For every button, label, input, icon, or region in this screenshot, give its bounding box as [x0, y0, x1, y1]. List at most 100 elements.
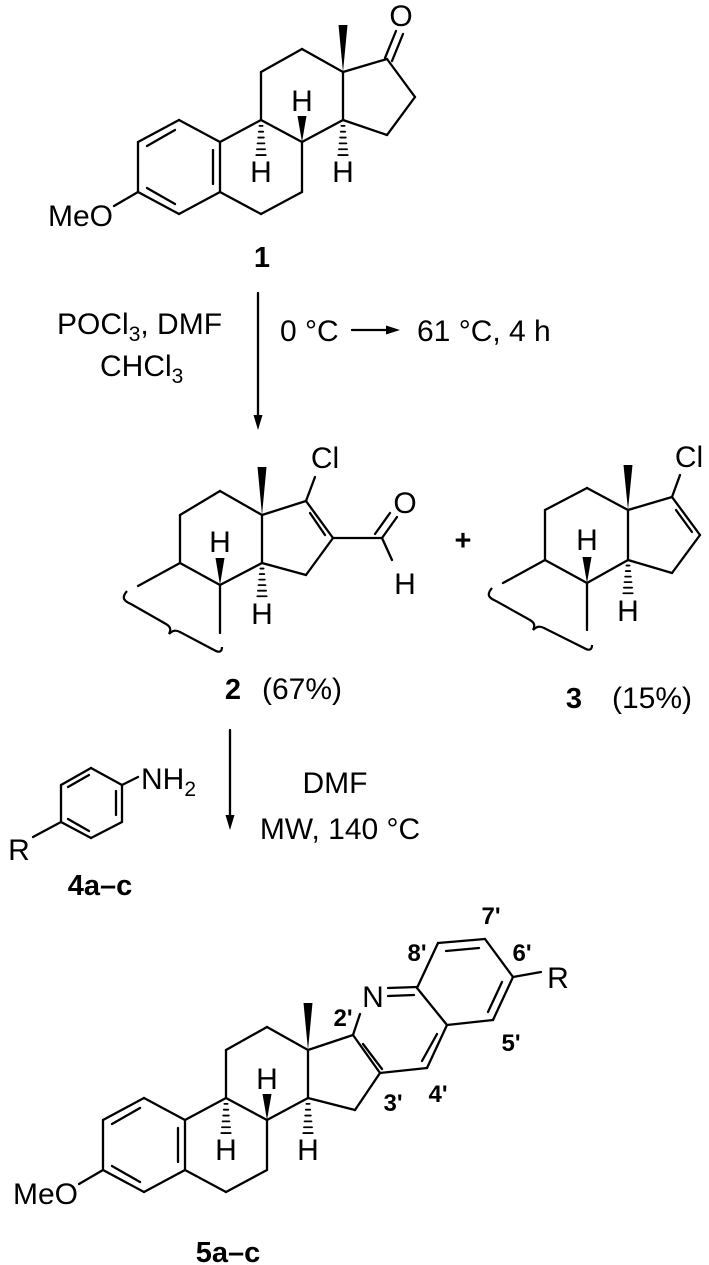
bond — [178, 561, 222, 587]
bond — [383, 29, 398, 60]
aldehyde-oxygen-label: O — [393, 487, 416, 520]
wedge-bond — [623, 465, 633, 510]
wedge-bond — [215, 558, 225, 585]
bond — [380, 536, 394, 562]
bond — [353, 1071, 382, 1112]
bond — [306, 1096, 357, 1112]
bond — [386, 985, 419, 990]
arrowhead-icon — [225, 815, 235, 830]
step-2-solvent: DMF — [303, 767, 368, 800]
bond — [59, 820, 93, 840]
bond — [224, 1168, 269, 1194]
h-8-beta-label: H — [291, 85, 313, 118]
bond — [674, 508, 694, 534]
bond — [444, 946, 481, 953]
step-1-end-temperature-time: 61 °C, 4 h — [417, 315, 551, 348]
temperature-ramp-arrow-icon — [350, 325, 400, 335]
position-label-8: 8' — [407, 940, 426, 967]
bond — [501, 558, 547, 585]
arrowhead-icon — [386, 325, 400, 335]
bond — [341, 118, 389, 137]
chlorine-label: Cl — [675, 441, 703, 474]
bond — [218, 489, 264, 517]
bond — [142, 1168, 187, 1194]
bond — [304, 499, 335, 540]
bond — [361, 1042, 384, 1071]
bond — [218, 118, 263, 144]
compound-3-yield: (15%) — [612, 682, 692, 715]
bond — [304, 475, 317, 503]
bond — [491, 975, 515, 1022]
bond — [136, 118, 181, 144]
aldehyde-hydrogen-label: H — [394, 568, 416, 601]
bond — [89, 766, 124, 787]
bond — [543, 558, 589, 585]
step-1-reagents-line-2: CHCl3 — [100, 350, 183, 388]
bond — [260, 561, 308, 577]
bond — [178, 489, 222, 517]
bond — [218, 561, 264, 587]
arrowhead-icon — [253, 415, 263, 430]
bond — [380, 515, 399, 540]
bond — [351, 1012, 362, 1037]
bond — [260, 499, 308, 517]
bond — [89, 820, 124, 840]
bond — [120, 775, 140, 787]
wedge-bond — [297, 116, 307, 142]
plus-sign: + — [455, 525, 472, 557]
compound-1-steroid-core: MeO H H H — [48, 25, 354, 233]
h-9-alpha-label: H — [215, 1134, 237, 1167]
bond — [265, 1096, 310, 1122]
compound-3-label: 3 — [566, 683, 582, 715]
bond — [511, 970, 543, 979]
wedge-bond — [257, 467, 267, 515]
bond — [670, 533, 702, 575]
compound-1-estrone-methyl-ether: MeO H H H O 1 — [48, 0, 417, 274]
bond — [420, 1032, 439, 1063]
bond — [145, 128, 177, 148]
bond — [670, 495, 702, 537]
bond — [224, 1096, 269, 1122]
bond — [142, 1096, 187, 1122]
bond — [77, 1168, 105, 1186]
wedge-bond — [303, 1003, 313, 1050]
bond — [304, 536, 335, 577]
bond — [483, 937, 515, 979]
compound-3-chloro-alkene: Cl H H 3 (15%) — [487, 441, 703, 715]
reagent-4-label: 4a–c — [68, 870, 133, 902]
position-label-4: 4' — [428, 1081, 447, 1108]
compound-1-ring-d — [341, 29, 417, 137]
bond — [259, 118, 304, 144]
r-substituent-label: R — [547, 962, 569, 995]
bond — [385, 95, 417, 137]
bond — [136, 190, 181, 216]
step-1-reagents-line-1: POCl3, DMF — [57, 308, 222, 346]
bond — [177, 190, 222, 216]
bond — [110, 1106, 142, 1126]
step-1-start-temperature: 0 °C — [280, 315, 339, 348]
h-14-alpha-label: H — [251, 598, 273, 631]
bond — [436, 937, 487, 945]
bond — [66, 817, 91, 833]
h-8-beta-label: H — [256, 1063, 278, 1096]
bond — [415, 941, 440, 990]
position-label-2: 2' — [333, 1005, 352, 1032]
compound-2-label: 2 — [225, 674, 241, 706]
h-14-alpha-label: H — [297, 1134, 319, 1167]
h-14-alpha-label: H — [617, 595, 639, 628]
chlorine-label: Cl — [311, 442, 339, 475]
wedge-bond — [338, 25, 348, 72]
bond — [101, 1096, 146, 1122]
compound-2-yield: (67%) — [262, 673, 342, 706]
r-substituent-label: R — [8, 834, 30, 867]
compound-5-steroidal-quinoline: MeO H H H N R 2' 3' 4' 5' 6' 7' 8' 5a–c — [13, 903, 569, 1265]
bond — [385, 57, 417, 99]
bond — [112, 190, 140, 208]
h-14-alpha-label: H — [332, 156, 354, 189]
carbonyl-oxygen-label: O — [389, 0, 412, 33]
bond — [177, 118, 222, 144]
bond — [66, 773, 91, 789]
position-label-6: 6' — [512, 940, 531, 967]
bond — [110, 1164, 142, 1184]
bond — [670, 473, 682, 499]
